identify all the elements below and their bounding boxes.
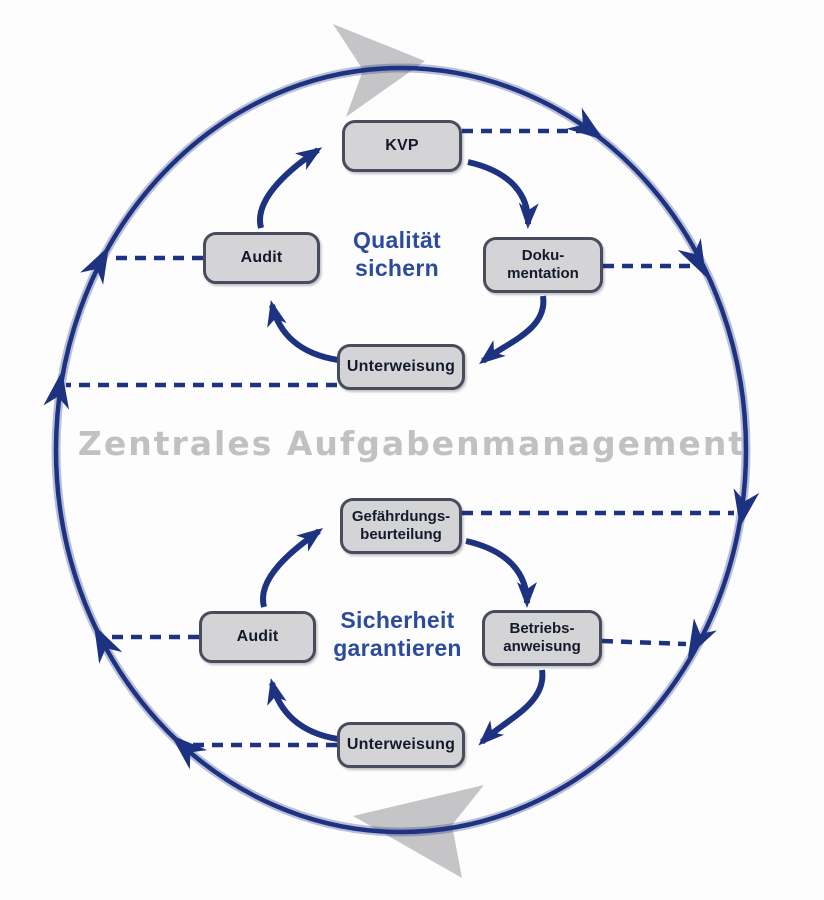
node-label: mentation: [507, 265, 579, 282]
arrow-audit-to-gefaehrdung-icon: [259, 528, 324, 608]
quality-cycle-label-line1: Qualität: [352, 227, 442, 253]
arrow-gefaehrdung-to-betriebsanweisung-icon: [465, 538, 537, 608]
safety-cycle-label-line1: Sicherheit: [340, 607, 455, 633]
quality-cycle-label: Qualität sichern: [297, 226, 497, 282]
node-label: anweisung: [503, 638, 581, 655]
node-label: Unterweisung: [346, 357, 456, 375]
node-label: Audit: [236, 627, 279, 645]
node-label: Betriebs-: [509, 620, 575, 638]
arrow-audit-to-kvp-icon: [257, 147, 323, 229]
node-audit-safety: Audit: [199, 611, 316, 663]
arrow-kvp-to-dokumentation-icon: [467, 159, 539, 229]
node-audit-quality: Audit: [203, 232, 320, 284]
outer-cycle-ring: [53, 65, 749, 835]
node-kvp: KVP: [342, 120, 462, 172]
node-label: Doku-: [521, 247, 565, 265]
node-label: Gefährdungs-: [351, 508, 451, 526]
node-label: beurteilung: [360, 526, 442, 543]
node-unterweisung-quality: Unterweisung: [337, 344, 465, 390]
node-betriebsanweisung: Betriebs- anweisung: [482, 610, 602, 666]
node-label: KVP: [385, 136, 419, 154]
arrow-unterweisung-to-audit-icon: [267, 300, 339, 363]
node-gefaehrdungsbeurteilung: Gefährdungs- beurteilung: [340, 498, 462, 554]
quality-cycle-label-line2: sichern: [355, 255, 439, 282]
safety-cycle-label-line2: garantieren: [333, 635, 462, 662]
node-unterweisung-safety: Unterweisung: [337, 722, 465, 768]
center-title: Zentrales Aufgabenmanagement: [77, 424, 747, 463]
node-label: Unterweisung: [346, 735, 456, 753]
ring-arrowhead-icon: [82, 619, 123, 664]
dashed-connector-betriebsanweisung: [601, 638, 687, 647]
arrow-unterweisung-to-audit-safety-icon: [267, 678, 339, 742]
arrow-betriebsanweisung-to-unterweisung-icon: [478, 669, 546, 746]
ring-arrowhead-icon: [80, 239, 121, 285]
safety-cycle-label: Sicherheit garantieren: [280, 606, 515, 662]
node-label: Audit: [240, 248, 283, 266]
node-dokumentation: Doku- mentation: [483, 237, 603, 293]
arrow-dokumentation-to-unterweisung-icon: [479, 295, 547, 365]
